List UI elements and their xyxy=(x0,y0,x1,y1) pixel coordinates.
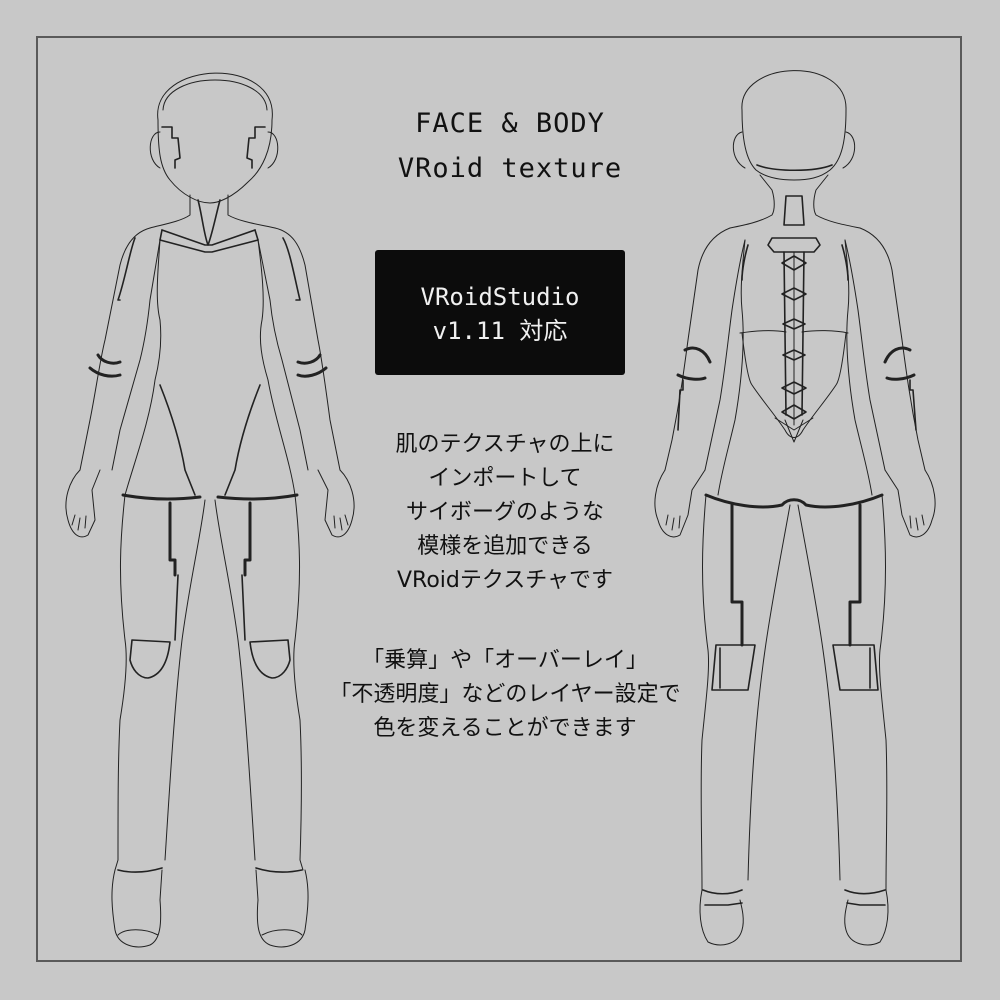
title-line-2: VRoid texture xyxy=(397,153,623,184)
badge-line-2: v1.11 対応 xyxy=(432,317,568,345)
description-line: サイボーグのような xyxy=(405,500,604,525)
note-line: 「乗算」や「オーバーレイ」 xyxy=(362,648,648,673)
description-line: VRoidテクスチャです xyxy=(396,568,613,593)
layer-note-block: 「乗算」や「オーバーレイ」 「不透明度」などのレイヤー設定で 色を変えることがで… xyxy=(300,644,710,746)
description-line: 模様を追加できる xyxy=(417,534,593,559)
border-frame xyxy=(36,36,962,962)
note-line: 「不透明度」などのレイヤー設定で xyxy=(329,682,681,707)
description-block: 肌のテクスチャの上に インポートして サイボーグのような 模様を追加できる VR… xyxy=(300,428,710,598)
version-badge: VRoidStudio v1.11 対応 xyxy=(375,250,625,375)
note-line: 色を変えることができます xyxy=(373,716,637,741)
badge-line-1: VRoidStudio xyxy=(420,283,580,311)
title-line-1: FACE & BODY xyxy=(415,108,605,139)
description-line: インポートして xyxy=(428,466,582,491)
description-line: 肌のテクスチャの上に xyxy=(395,432,615,457)
